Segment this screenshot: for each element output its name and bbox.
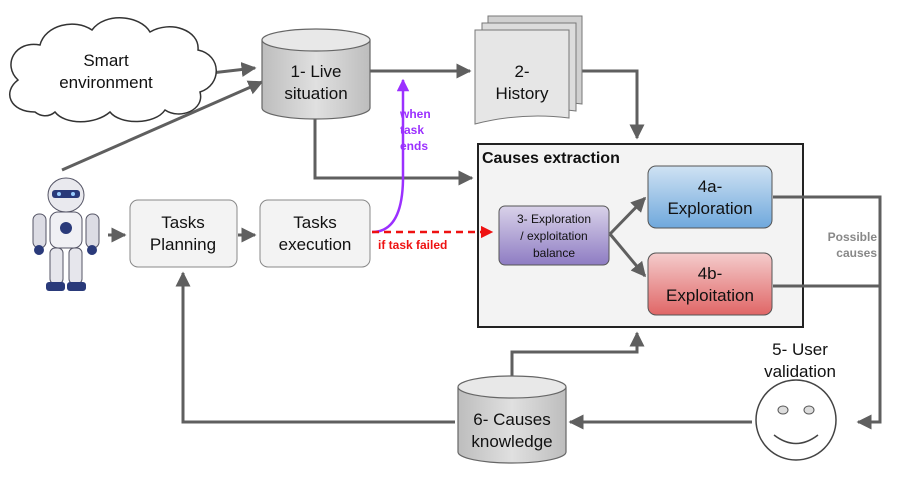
live-situation-cylinder: 1- Live situation [261, 28, 371, 120]
arrow-execution-to-live [371, 78, 410, 234]
balance-label-line2: / exploitation [520, 229, 587, 243]
causes-label: causes [836, 246, 877, 260]
execution-label-line1: Tasks [293, 213, 336, 232]
task-label: task [400, 123, 424, 137]
smart-label: Smart [83, 51, 129, 70]
arrow-live-to-extraction [313, 115, 474, 186]
balance-box: 3- Exploration / exploitation balance [498, 205, 610, 266]
history-label-line1: 2- [514, 62, 529, 81]
user-label-line1: 5- User [772, 340, 828, 359]
arrow-history-to-extraction [572, 69, 645, 140]
history-documents: 2- History [474, 15, 583, 125]
smart-environment-cloud: Smart environment [8, 17, 217, 123]
causes-knowledge-cylinder: 6- Causes knowledge [457, 375, 567, 464]
ends-label: ends [400, 139, 428, 153]
tasks-execution-box: Tasks execution [259, 199, 371, 268]
arrow-knowledge-to-planning [175, 271, 455, 424]
tasks-planning-box: Tasks Planning [129, 199, 238, 268]
arrow-balance-to-exploration [608, 196, 647, 236]
arrow-knowledge-to-extraction [510, 331, 645, 378]
environment-label: environment [59, 73, 153, 92]
exploration-label-line1: 4a- [698, 177, 723, 196]
label-when-task-ends: when task ends [399, 107, 431, 153]
edges [61, 62, 882, 430]
exploitation-label-line2: Exploitation [666, 286, 754, 305]
knowledge-label-line2: knowledge [471, 432, 552, 451]
user-validation: 5- User validation [755, 340, 837, 461]
causes-extraction-title: Causes extraction [482, 150, 620, 167]
possible-label: Possible [828, 230, 878, 244]
planning-label-line2: Planning [150, 235, 216, 254]
user-label-line2: validation [764, 362, 836, 381]
history-label-line2: History [496, 84, 549, 103]
exploration-box: 4a- Exploration [647, 165, 773, 229]
arrow-exploration-to-user [773, 195, 882, 430]
exploitation-box: 4b- Exploitation [647, 252, 773, 316]
balance-label-line1: 3- Exploration [517, 212, 591, 226]
label-possible-causes: Possible causes [828, 230, 878, 260]
live-label-line2: situation [284, 84, 347, 103]
execution-label-line2: execution [279, 235, 352, 254]
planning-label-line1: Tasks [161, 213, 204, 232]
robot-icon [32, 177, 100, 291]
knowledge-label-line1: 6- Causes [473, 410, 550, 429]
when-label: when [399, 107, 431, 121]
live-label-line1: 1- Live [290, 62, 341, 81]
user-face-icon [755, 379, 837, 461]
exploration-label-line2: Exploration [667, 199, 752, 218]
arrow-robot-to-live [61, 80, 264, 172]
balance-label-line3: balance [533, 246, 575, 260]
label-if-task-failed: if task failed [378, 238, 447, 252]
arrow-balance-to-exploitation [608, 233, 647, 278]
exploitation-label-line1: 4b- [698, 264, 723, 283]
